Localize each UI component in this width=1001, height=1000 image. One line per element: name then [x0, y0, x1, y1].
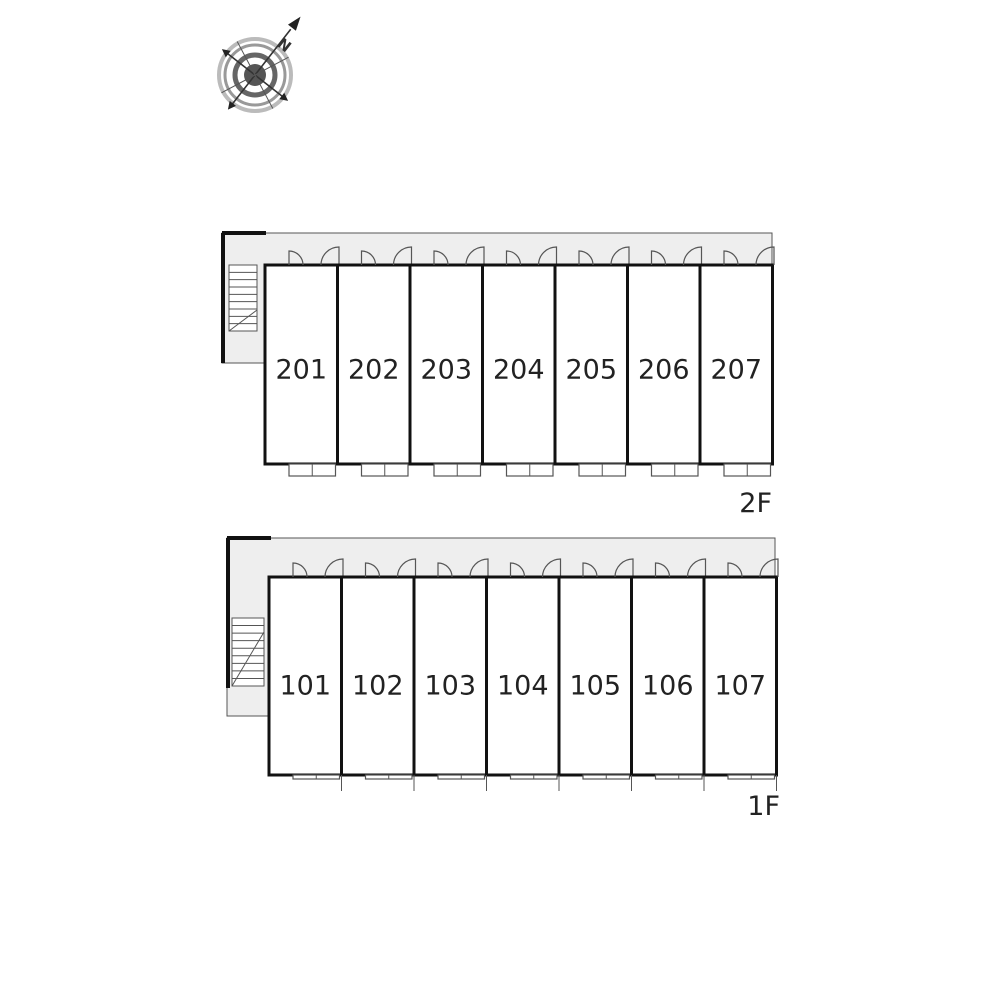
unit-outline	[698, 263, 774, 466]
unit-number: 102	[352, 671, 404, 702]
door-icon	[610, 246, 630, 266]
window-icon	[364, 774, 413, 780]
door-icon	[360, 250, 377, 266]
unit-201: 201	[263, 246, 340, 477]
floor-1f: 101 102 103 104 105 106 107	[226, 536, 779, 791]
door-icon	[392, 246, 413, 266]
unit-106: 106	[630, 558, 707, 791]
door-icon	[437, 562, 453, 578]
unit-outline	[553, 263, 629, 466]
window-icon	[505, 463, 554, 477]
unit-207: 207	[698, 246, 775, 477]
unit-number: 105	[569, 671, 621, 702]
door-icon	[465, 246, 485, 266]
unit-number: 204	[493, 355, 545, 386]
door-icon	[723, 250, 739, 266]
unit-number: 104	[497, 671, 549, 702]
unit-204: 204	[481, 246, 558, 477]
window-icon	[654, 774, 703, 780]
door-icon	[578, 250, 594, 266]
window-icon	[727, 774, 776, 780]
floor-label-2f: 2F	[739, 488, 772, 519]
door-icon	[324, 558, 344, 578]
door-icon	[433, 250, 449, 266]
door-icon	[292, 562, 308, 578]
door-icon	[682, 246, 703, 266]
door-icon	[650, 250, 667, 266]
door-icon	[755, 246, 775, 266]
unit-number: 202	[348, 355, 400, 386]
unit-number: 207	[710, 355, 762, 386]
unit-number: 205	[565, 355, 617, 386]
window-icon	[578, 463, 627, 477]
door-icon	[320, 246, 340, 266]
door-icon	[614, 558, 634, 578]
window-icon	[650, 463, 699, 477]
unit-number: 101	[279, 671, 331, 702]
door-icon	[396, 558, 417, 578]
unit-203: 203	[408, 246, 485, 477]
window-icon	[292, 774, 341, 780]
staircase-icon	[228, 264, 258, 332]
unit-102: 102	[340, 558, 417, 791]
unit-103: 103	[412, 558, 489, 791]
window-icon	[360, 463, 409, 477]
unit-number: 103	[424, 671, 476, 702]
door-icon	[288, 250, 304, 266]
unit-number: 201	[275, 355, 327, 386]
unit-number: 107	[714, 671, 766, 702]
unit-206: 206	[626, 246, 703, 477]
window-icon	[723, 463, 772, 477]
window-icon	[509, 774, 558, 780]
unit-outline	[408, 263, 484, 466]
floor-2f: 201 202 203 204 205 206 207	[221, 231, 775, 477]
window-icon	[433, 463, 482, 477]
unit-107: 107	[702, 558, 779, 791]
door-icon	[509, 562, 526, 578]
unit-202: 202	[336, 246, 413, 477]
door-icon	[759, 558, 779, 578]
window-icon	[437, 774, 486, 780]
unit-101: 101	[267, 558, 344, 780]
compass-rose-icon: N	[217, 16, 301, 113]
door-icon	[469, 558, 489, 578]
floor-label-1f: 1F	[747, 791, 780, 822]
unit-number: 203	[420, 355, 472, 386]
door-icon	[364, 562, 381, 578]
window-icon	[582, 774, 631, 780]
door-icon	[537, 246, 558, 266]
door-icon	[686, 558, 707, 578]
unit-outline	[626, 263, 702, 466]
unit-outline	[702, 575, 778, 777]
unit-205: 205	[553, 246, 630, 477]
door-icon	[505, 250, 522, 266]
window-icon	[288, 463, 337, 477]
door-icon	[727, 562, 743, 578]
door-icon	[541, 558, 562, 578]
unit-104: 104	[485, 558, 562, 791]
unit-number: 206	[638, 355, 690, 386]
door-icon	[654, 562, 671, 578]
unit-105: 105	[557, 558, 634, 791]
unit-outline	[481, 263, 557, 466]
staircase-icon	[231, 617, 265, 687]
unit-number: 106	[642, 671, 694, 702]
door-icon	[582, 562, 598, 578]
